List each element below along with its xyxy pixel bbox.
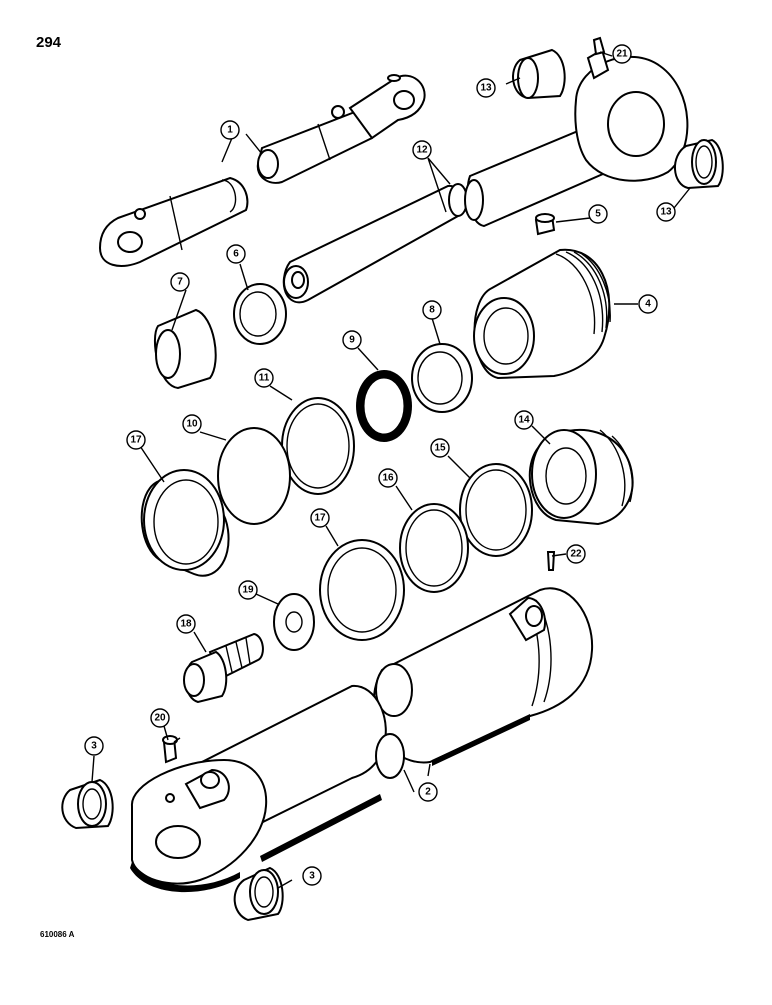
- part-7-sleeve: [154, 308, 217, 390]
- callout-17-middle: 17: [310, 508, 330, 528]
- svg-text:1: 1: [227, 125, 233, 136]
- svg-text:8: 8: [429, 305, 435, 316]
- part-3-bushing-lower: [233, 866, 284, 922]
- svg-text:7: 7: [177, 277, 183, 288]
- part-6-ring: [233, 283, 287, 345]
- svg-text:21: 21: [616, 49, 628, 60]
- part-rod-eye: [574, 36, 689, 182]
- part-22-pin: [546, 551, 556, 571]
- svg-text:10: 10: [186, 419, 198, 430]
- part-10-o-ring: [217, 427, 291, 525]
- svg-text:19: 19: [242, 585, 254, 596]
- svg-text:20: 20: [154, 713, 166, 724]
- part-16-seal-ring: [399, 503, 469, 593]
- part-8-seal: [411, 343, 473, 413]
- part-18-bolt: [183, 632, 264, 704]
- callout-13-upper: 13: [476, 78, 496, 98]
- svg-text:3: 3: [309, 871, 315, 882]
- part-1-cylinder-assembly: [98, 74, 426, 267]
- svg-text:13: 13: [480, 83, 492, 94]
- callout-9: 9: [342, 330, 362, 350]
- leader-lines: [91, 51, 691, 889]
- part-13-bushing-upper: [512, 48, 566, 100]
- part-9-wiper: [356, 370, 412, 442]
- callout-5: 5: [588, 204, 608, 224]
- part-11-backup-ring: [281, 397, 355, 495]
- callout-15: 15: [430, 438, 450, 458]
- svg-text:3: 3: [91, 741, 97, 752]
- svg-text:18: 18: [180, 619, 192, 630]
- part-17-wear-ring-left: [140, 469, 230, 577]
- callout-17-left: 17: [126, 430, 146, 450]
- callout-1: 1: [220, 120, 240, 140]
- svg-text:5: 5: [595, 209, 601, 220]
- part-20-fitting: [162, 735, 181, 764]
- callout-22: 22: [566, 544, 586, 564]
- callout-2: 2: [418, 782, 438, 802]
- callout-7: 7: [170, 272, 190, 292]
- svg-text:14: 14: [518, 415, 530, 426]
- callout-3-lower: 3: [302, 866, 322, 886]
- callout-4: 4: [638, 294, 658, 314]
- callout-14: 14: [514, 410, 534, 430]
- part-barrel: [130, 587, 594, 893]
- svg-text:11: 11: [259, 373, 270, 384]
- callout-3-upper: 3: [84, 736, 104, 756]
- callout-12: 12: [412, 140, 432, 160]
- svg-text:17: 17: [130, 435, 142, 446]
- callout-6: 6: [226, 244, 246, 264]
- callout-19: 19: [238, 580, 258, 600]
- part-14-piston: [528, 428, 634, 526]
- callout-21: 21: [612, 44, 632, 64]
- callout-11: 11: [254, 368, 274, 388]
- figure-code: 610086 A: [40, 930, 75, 939]
- svg-text:17: 17: [314, 513, 326, 524]
- part-19-washer: [273, 593, 315, 651]
- svg-text:15: 15: [434, 443, 446, 454]
- page-number: 294: [36, 34, 62, 51]
- callout-10: 10: [182, 414, 202, 434]
- part-4-gland: [473, 248, 611, 380]
- svg-text:4: 4: [645, 299, 651, 310]
- part-5-plug: [534, 213, 556, 236]
- svg-text:2: 2: [425, 787, 431, 798]
- part-3-bushing-upper: [61, 778, 114, 830]
- svg-text:22: 22: [570, 549, 582, 560]
- svg-text:13: 13: [660, 207, 672, 218]
- svg-text:6: 6: [233, 249, 239, 260]
- part-13-bushing-lower: [674, 138, 724, 190]
- part-12-piston-rod: [282, 124, 614, 304]
- part-15-seal-ring: [459, 463, 533, 557]
- callout-20: 20: [150, 708, 170, 728]
- svg-text:9: 9: [349, 335, 355, 346]
- callout-18: 18: [176, 614, 196, 634]
- svg-text:16: 16: [382, 473, 394, 484]
- part-17-wear-ring-middle: [319, 539, 405, 641]
- callout-16: 16: [378, 468, 398, 488]
- callout-8: 8: [422, 300, 442, 320]
- svg-text:12: 12: [416, 145, 428, 156]
- callout-13-lower: 13: [656, 202, 676, 222]
